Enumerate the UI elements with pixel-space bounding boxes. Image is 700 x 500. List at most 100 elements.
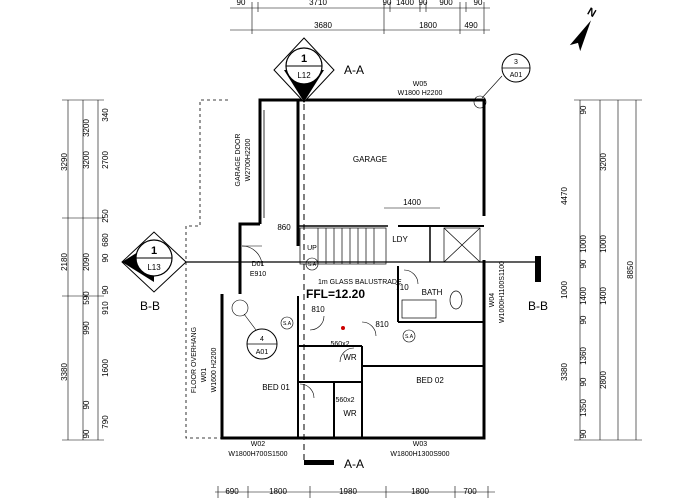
- left-dim-1600: 1600: [101, 359, 110, 377]
- door-e910: E910: [250, 271, 266, 278]
- right-dim3-1000: 1000: [560, 281, 569, 299]
- downpipe-marker: [341, 326, 345, 330]
- left-dim-250: 250: [101, 209, 110, 223]
- bubble-3-ref: A01: [510, 72, 523, 79]
- section-lines: [168, 84, 536, 462]
- left-dim2-3200a: 3200: [82, 119, 91, 137]
- room-bed2: BED 02: [416, 376, 444, 385]
- top-dim-90a: 90: [237, 0, 246, 7]
- top-dim-900: 900: [439, 0, 453, 7]
- room-ldy: LDY: [392, 235, 408, 244]
- right-dimensions: [574, 99, 642, 441]
- window-w02-size: W1800H700S1500: [228, 451, 287, 458]
- room-wr2: WR: [343, 409, 357, 418]
- right-dim2-1400: 1400: [599, 287, 608, 305]
- floor-overhang-outline: [185, 99, 228, 439]
- top-dim-3680: 3680: [314, 21, 332, 30]
- sa-label-2: S.A: [283, 321, 292, 327]
- inner-dim-860: 860: [277, 223, 291, 232]
- section-bb-right: B-B: [528, 299, 548, 313]
- bubble-4-num: 4: [260, 336, 264, 343]
- north-label: N: [585, 6, 598, 20]
- room-bath: BATH: [422, 288, 443, 297]
- room-wr1: WR: [343, 353, 357, 362]
- toilet-icon: [449, 290, 463, 310]
- left-dim2-2090: 2090: [82, 253, 91, 271]
- right-dim-90c: 90: [579, 315, 588, 324]
- section-aa-top: A-A: [344, 63, 364, 77]
- section-bubble-aa: [273, 37, 335, 103]
- right-dim-1360: 1360: [579, 347, 588, 365]
- right-dim2-1000: 1000: [599, 235, 608, 253]
- bubble-bb-num: 1: [151, 245, 157, 257]
- inner-dim-710: 710: [395, 283, 409, 292]
- top-dim-90b: 90: [383, 0, 392, 7]
- right-dim2-2800: 2800: [599, 371, 608, 389]
- left-dim-90a: 90: [101, 253, 110, 262]
- garage-door-size: W2700H2200: [245, 138, 252, 181]
- left-dim3-3380: 3380: [60, 363, 69, 381]
- section-aa-bottom-marker: [304, 460, 334, 465]
- section-bb-left: B-B: [140, 299, 160, 313]
- detail-bubble-3: [473, 53, 531, 109]
- section-bubble-bb: [121, 231, 187, 293]
- left-dim2-90b: 90: [82, 429, 91, 438]
- left-dim-90b: 90: [101, 285, 110, 294]
- walls: [220, 98, 486, 440]
- left-dim3-2180: 2180: [60, 253, 69, 271]
- room-garage: GARAGE: [353, 155, 387, 164]
- window-w04-size: W1000H1100S1100: [499, 261, 506, 323]
- left-dim-680: 680: [101, 233, 110, 247]
- shower: [443, 227, 481, 263]
- left-dim2-990: 990: [82, 321, 91, 335]
- right-dim-90d: 90: [579, 377, 588, 386]
- stair-up-label: UP: [307, 245, 317, 252]
- right-dim3-3380: 3380: [560, 363, 569, 381]
- window-w02: W02: [251, 441, 266, 448]
- stair: [299, 227, 387, 265]
- right-dim-1000: 1000: [579, 235, 588, 253]
- window-w05-size: W1800 H2200: [398, 90, 443, 97]
- window-w03: W03: [413, 441, 428, 448]
- ffl-label: FFL=12.20: [306, 287, 365, 301]
- window-w04: W04: [489, 293, 496, 308]
- door-swings: [241, 245, 419, 399]
- smoke-alarm-icon: [305, 257, 319, 271]
- right-dim-90e: 90: [579, 429, 588, 438]
- window-w01-size: W1600 H2200: [211, 348, 218, 393]
- bottom-dim-1980: 1980: [339, 487, 357, 496]
- window-w01: W01: [201, 368, 208, 383]
- left-dim-2700: 2700: [101, 151, 110, 169]
- bottom-dimensions: [215, 486, 495, 498]
- bubble-4-ref: A01: [256, 349, 269, 356]
- section-bb-right-marker: [535, 256, 541, 282]
- top-dim-90d: 90: [474, 0, 483, 7]
- sa-label-3: S.A: [405, 334, 414, 340]
- left-dim-340: 340: [101, 108, 110, 122]
- wr-door-size-2: 560x2: [335, 397, 354, 404]
- sa-label-1: S.A: [308, 262, 317, 268]
- inner-dim-810a: 810: [311, 305, 325, 314]
- left-dim-790: 790: [101, 415, 110, 429]
- bottom-dim-1800b: 1800: [411, 487, 429, 496]
- detail-bubble-4: [231, 299, 278, 360]
- top-dimensions: [230, 2, 490, 34]
- window-w03-size: W1800H1300S900: [390, 451, 449, 458]
- left-dim3-3290: 3290: [60, 153, 69, 171]
- smoke-alarm-icon: [280, 316, 294, 330]
- balustrade-note: 1m GLASS BALUSTRADE: [318, 279, 402, 286]
- top-dim-490: 490: [464, 21, 478, 30]
- bubble-aa-num: 1: [301, 53, 307, 65]
- left-dim2-3200b: 3200: [82, 151, 91, 169]
- bubble-aa-ref: L12: [297, 71, 311, 80]
- right-dim-90a: 90: [579, 105, 588, 114]
- right-dim-90b: 90: [579, 259, 588, 268]
- top-dim-1400: 1400: [396, 0, 414, 7]
- bottom-dim-700: 700: [463, 487, 477, 496]
- north-arrow-icon: [569, 20, 591, 52]
- right-dim-total: 8850: [626, 261, 635, 279]
- garage-door-label: GARAGE DOOR: [235, 134, 242, 187]
- inner-dim-810b: 810: [375, 320, 389, 329]
- room-bed1: BED 01: [262, 383, 290, 392]
